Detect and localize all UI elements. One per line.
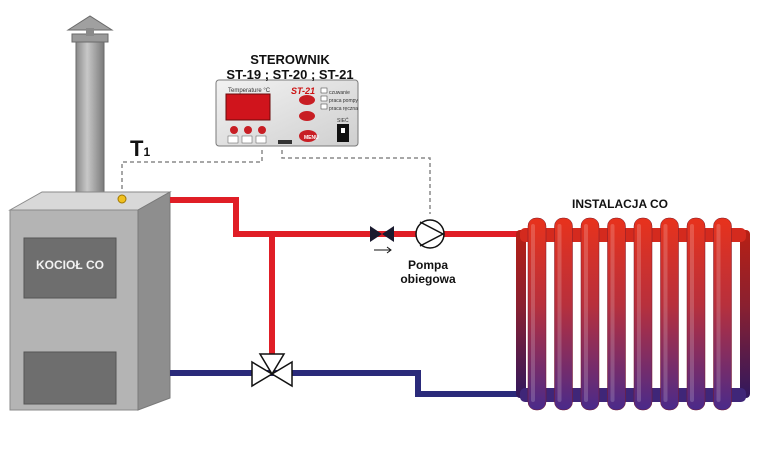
controller-switch-label: SIEĆ [337, 118, 349, 124]
radiator-bottom-header [520, 388, 746, 402]
radiator-section-highlight [663, 224, 668, 402]
radiator-top-header [520, 228, 746, 242]
mode-button-1 [230, 126, 238, 134]
radiator-label: INSTALACJA CO [572, 197, 668, 211]
controller-models: ST-19 ; ST-20 ; ST-21 [226, 67, 354, 82]
radiator-section [633, 217, 653, 411]
sensor-subscript: 1 [143, 145, 151, 159]
radiator-section-highlight [557, 224, 562, 402]
radiator-section [686, 217, 706, 411]
radiator-section [660, 217, 679, 411]
controller-title: STEROWNIK [250, 52, 330, 67]
temperature-sensor [117, 194, 127, 204]
radiator-section [554, 217, 573, 411]
radiator-section [580, 217, 600, 411]
up-button [299, 95, 315, 105]
radiator [516, 217, 750, 411]
check-valve [370, 226, 394, 254]
radiator-section-highlight [690, 224, 694, 402]
down-button [299, 111, 315, 121]
sensor-wire [121, 150, 263, 196]
controller-mode-label: czuwanie [329, 90, 350, 96]
menu-button [299, 130, 317, 142]
return-pipes [170, 370, 520, 397]
three-way-valve [251, 353, 293, 388]
controller-mode-label: praca pompy [329, 98, 358, 104]
sensor-label: T1 [130, 136, 150, 162]
boiler-label: KOCIOŁ CO [36, 258, 104, 272]
radiator-section-highlight [610, 224, 615, 402]
radiator-section [607, 217, 626, 411]
radiator-section-highlight [531, 224, 535, 402]
pump-label-line1: Pompa [407, 258, 448, 272]
radiator-section [527, 217, 547, 411]
pump-label-line2: obiegowa [400, 272, 456, 286]
pump-wire [281, 150, 431, 214]
boiler-lower-door [23, 351, 117, 405]
boiler-upper-door [23, 237, 117, 299]
controller-brand: ST-21 [291, 86, 316, 96]
controller-device [215, 79, 359, 147]
controller-display [225, 93, 271, 121]
controller-mode-label: praca ręczna [329, 106, 358, 112]
sensor-letter: T [130, 136, 144, 161]
circulation-pump [415, 219, 445, 249]
controller-menu-label: MENU [304, 135, 319, 141]
mode-button-2 [244, 126, 252, 134]
boiler [8, 191, 172, 411]
controller-display-label: Temperature °C [228, 88, 271, 94]
radiator-section-highlight [716, 224, 721, 402]
radiator-section-highlight [584, 224, 588, 402]
radiator-section [713, 217, 732, 411]
mode-button-3 [258, 126, 266, 134]
chimney [66, 15, 114, 201]
radiator-section-highlight [637, 224, 641, 402]
signal-wires [121, 150, 431, 214]
